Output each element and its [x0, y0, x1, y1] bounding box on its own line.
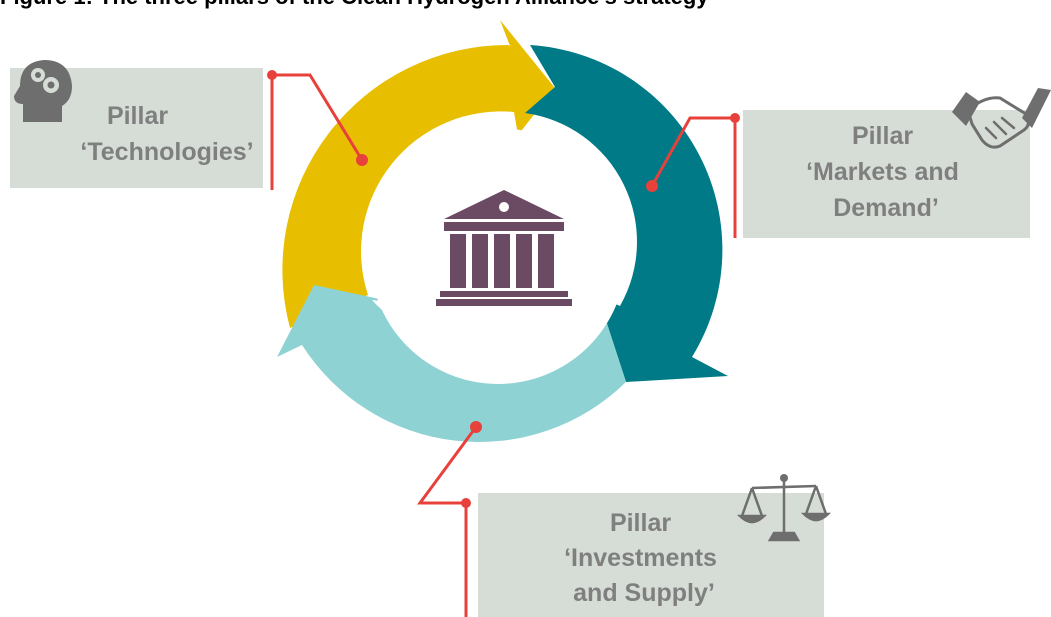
- technologies-label-line2: ‘Technologies’: [80, 138, 253, 166]
- investments-label-line2: ‘Investments: [564, 544, 717, 572]
- technologies-label-line1: Pillar: [107, 102, 168, 130]
- scales-icon: [736, 474, 832, 542]
- investments-label-line3: and Supply’: [573, 579, 715, 607]
- svg-text:Pillar ‘Investments an: Pillar ‘Investments and Supply’: [564, 509, 724, 607]
- markets-label-line3: Demand’: [833, 194, 939, 222]
- connector-technologies: [267, 70, 368, 190]
- handshake-icon: [952, 88, 1051, 149]
- connector-investments: [417, 421, 482, 617]
- investments-box: [478, 493, 824, 617]
- connector-markets: [646, 113, 740, 238]
- page-title-cropped: Figure 1: The three pillars of the Clean…: [0, 0, 1051, 14]
- investments-label-line1: Pillar: [610, 509, 671, 537]
- head-gears-icon: [14, 60, 72, 122]
- technologies-arrow: [282, 20, 555, 328]
- markets-arrow: [525, 45, 728, 382]
- cycle-arrows: [277, 20, 728, 443]
- institution-building-icon: [436, 190, 572, 306]
- markets-label-line1: Pillar: [852, 122, 913, 150]
- svg-text:Pillar ‘Technologies’: Pillar ‘Technologies’: [80, 102, 253, 166]
- svg-text:Pillar ‘Markets and De: Pillar ‘Markets and Demand’: [806, 122, 966, 222]
- markets-box: [743, 110, 1030, 238]
- markets-label-line2: ‘Markets and: [806, 158, 959, 186]
